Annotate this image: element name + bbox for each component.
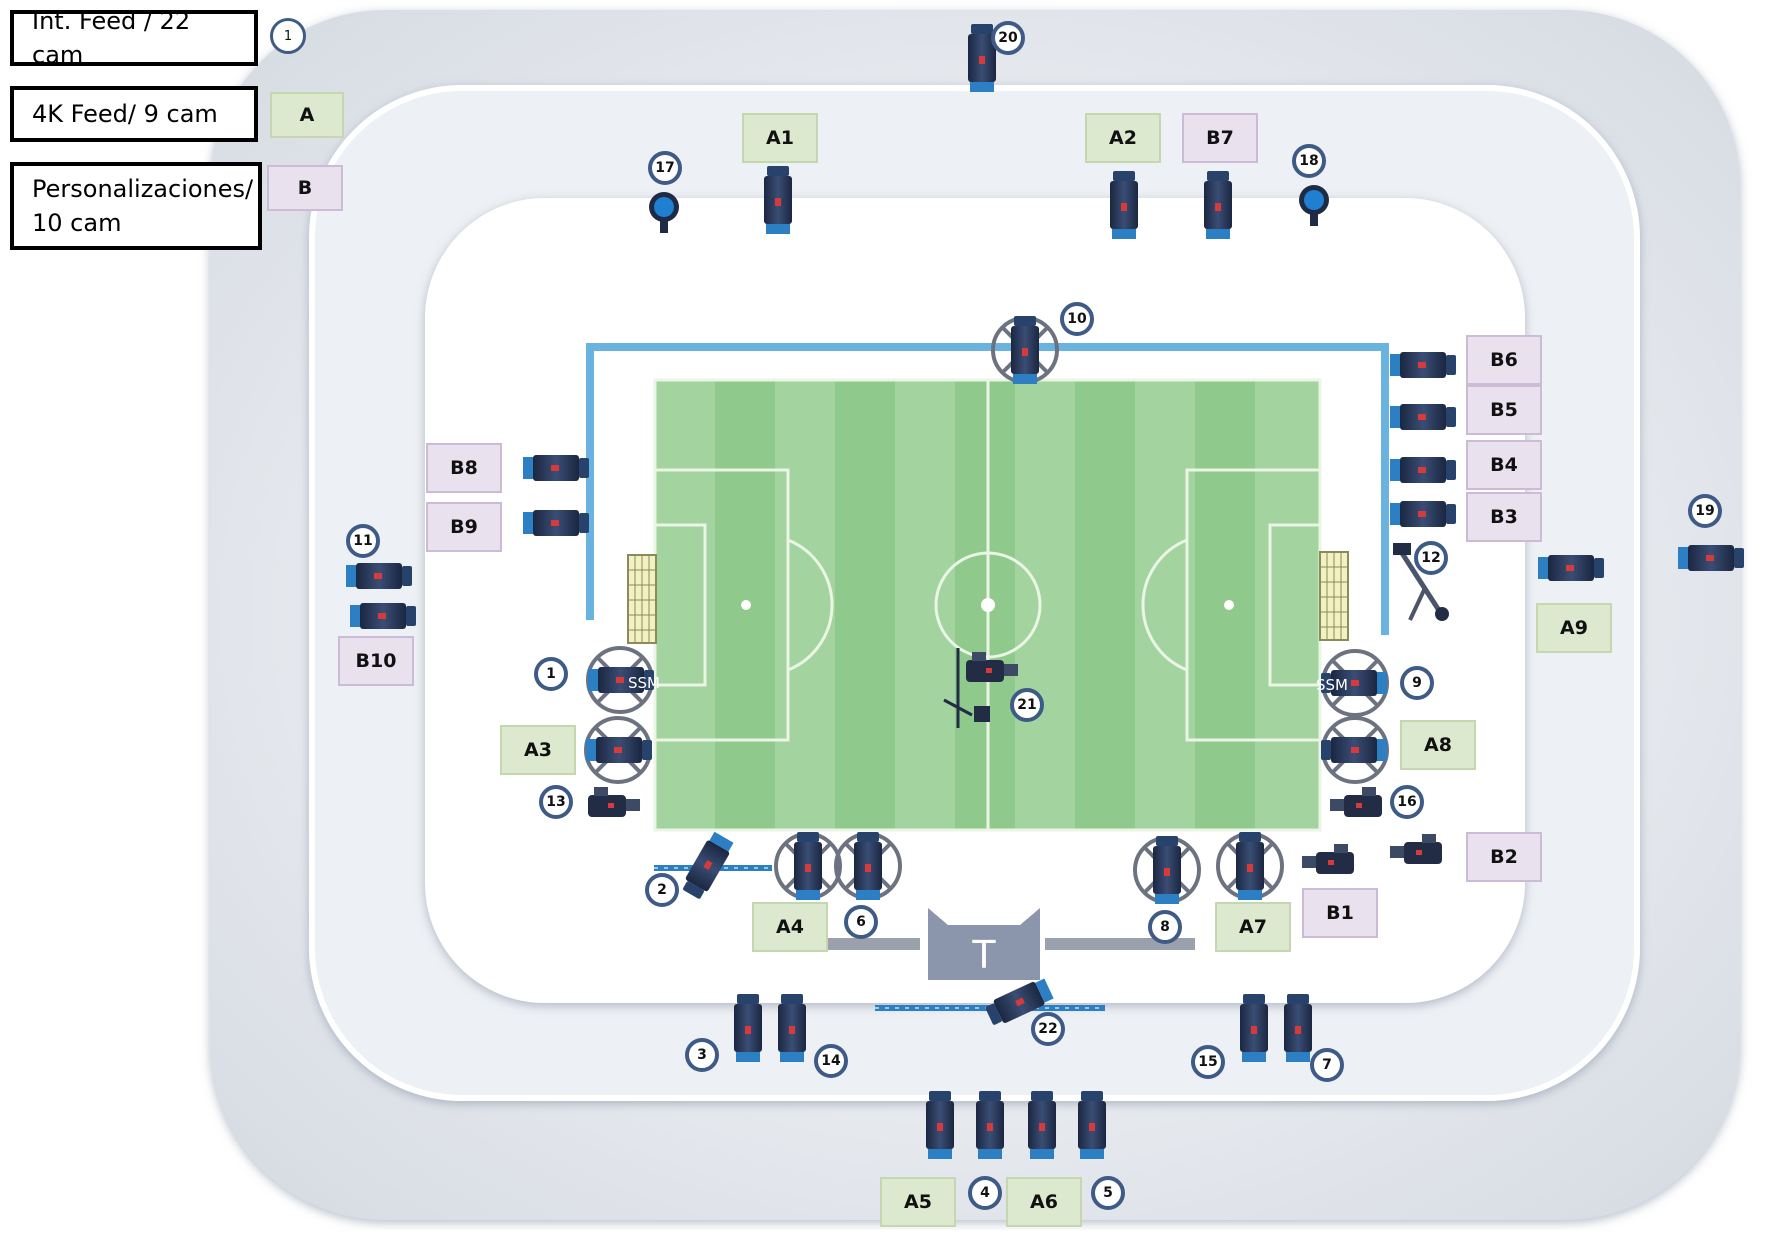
camera-tag-b7: B7 — [1182, 113, 1258, 163]
camera-number-10: 10 — [1060, 302, 1094, 336]
crane-camera-icon — [1393, 543, 1449, 621]
camera-number-3: 3 — [685, 1038, 719, 1072]
camera-tag-a8: A8 — [1400, 720, 1476, 770]
camera-tag-a9: A9 — [1536, 603, 1612, 653]
camera-tag-b10: B10 — [338, 636, 414, 686]
camera-tag-a2: A2 — [1085, 113, 1161, 163]
camera-number-1: 1 — [534, 657, 568, 691]
rail-camera-icon — [875, 976, 1105, 1029]
camera-tag-b6: B6 — [1466, 335, 1542, 385]
camera-icon — [734, 994, 762, 1062]
dome-camera-icon — [1299, 185, 1329, 226]
legend-4k-feed: 4K Feed/ 9 cam — [10, 86, 258, 142]
camera-number-15: 15 — [1191, 1045, 1225, 1079]
camera-number-7: 7 — [1310, 1048, 1344, 1082]
tv-compound-icon — [928, 908, 1040, 980]
camera-icon — [764, 166, 792, 234]
legend-personal-marker: B — [267, 165, 343, 211]
camera-number-17: 17 — [648, 151, 682, 185]
camera-number-14: 14 — [814, 1044, 848, 1078]
camera-icon — [1204, 171, 1232, 239]
pitch — [653, 378, 1322, 832]
camera-icon — [976, 1091, 1004, 1159]
camera-number-21: 21 — [1010, 688, 1044, 722]
spidercam-icon — [943, 648, 1018, 728]
camera-number-4: 4 — [968, 1176, 1002, 1210]
camera-number-6: 6 — [844, 905, 878, 939]
tv-label: T — [971, 933, 996, 977]
camera-tag-b1: B1 — [1302, 888, 1378, 938]
camera-tag-b2: B2 — [1466, 832, 1542, 882]
rail-camera-icon — [654, 830, 772, 901]
legend-int-feed-marker: 1 — [270, 18, 306, 54]
camera-icon — [1240, 994, 1268, 1062]
goal-net-icon — [627, 554, 657, 644]
camera-tag-b5: B5 — [1466, 385, 1542, 435]
camera-number-12: 12 — [1414, 541, 1448, 575]
camera-number-13: 13 — [539, 785, 573, 819]
camera-tag-b3: B3 — [1466, 492, 1542, 542]
camera-number-18: 18 — [1292, 144, 1326, 178]
camera-number-8: 8 — [1148, 910, 1182, 944]
camera-icon — [778, 994, 806, 1062]
camera-tag-a4: A4 — [752, 902, 828, 952]
goal-net-icon — [1319, 551, 1349, 641]
pitch-barrier — [586, 343, 1389, 635]
camera-tag-b8: B8 — [426, 443, 502, 493]
camera-number-19: 19 — [1688, 494, 1722, 528]
camera-number-5: 5 — [1091, 1176, 1125, 1210]
camera-tag-a6: A6 — [1006, 1177, 1082, 1227]
camera-icon — [1110, 171, 1138, 239]
camera-number-16: 16 — [1390, 785, 1424, 819]
camera-icon — [1028, 1091, 1056, 1159]
camera-number-9: 9 — [1400, 666, 1434, 700]
camera-tag-a7: A7 — [1215, 902, 1291, 952]
ssm-label: SSM — [1316, 676, 1348, 694]
camera-tag-b4: B4 — [1466, 440, 1542, 490]
camera-icon — [1284, 994, 1312, 1062]
camera-number-2: 2 — [645, 873, 679, 907]
dome-camera-icon — [649, 192, 679, 233]
camera-number-22: 22 — [1031, 1012, 1065, 1046]
ssm-label: SSM — [628, 674, 660, 692]
camera-tag-a1: A1 — [742, 113, 818, 163]
camera-icon — [1078, 1091, 1106, 1159]
legend-int-feed: Int. Feed / 22 cam — [10, 7, 258, 69]
camera-tag-a3: A3 — [500, 725, 576, 775]
camera-number-11: 11 — [346, 524, 380, 558]
camera-icon — [926, 1091, 954, 1159]
camera-number-20: 20 — [991, 21, 1025, 55]
legend-4k-marker: A — [270, 92, 344, 138]
camera-tag-a5: A5 — [880, 1177, 956, 1227]
camera-tag-b9: B9 — [426, 502, 502, 552]
legend-personalizaciones: Personalizaciones/ 10 cam — [10, 162, 262, 250]
